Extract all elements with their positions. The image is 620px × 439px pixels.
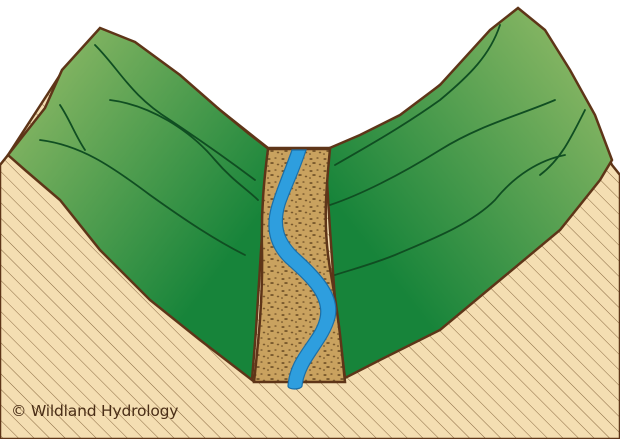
copyright-credit: © Wildland Hydrology [11, 402, 178, 420]
